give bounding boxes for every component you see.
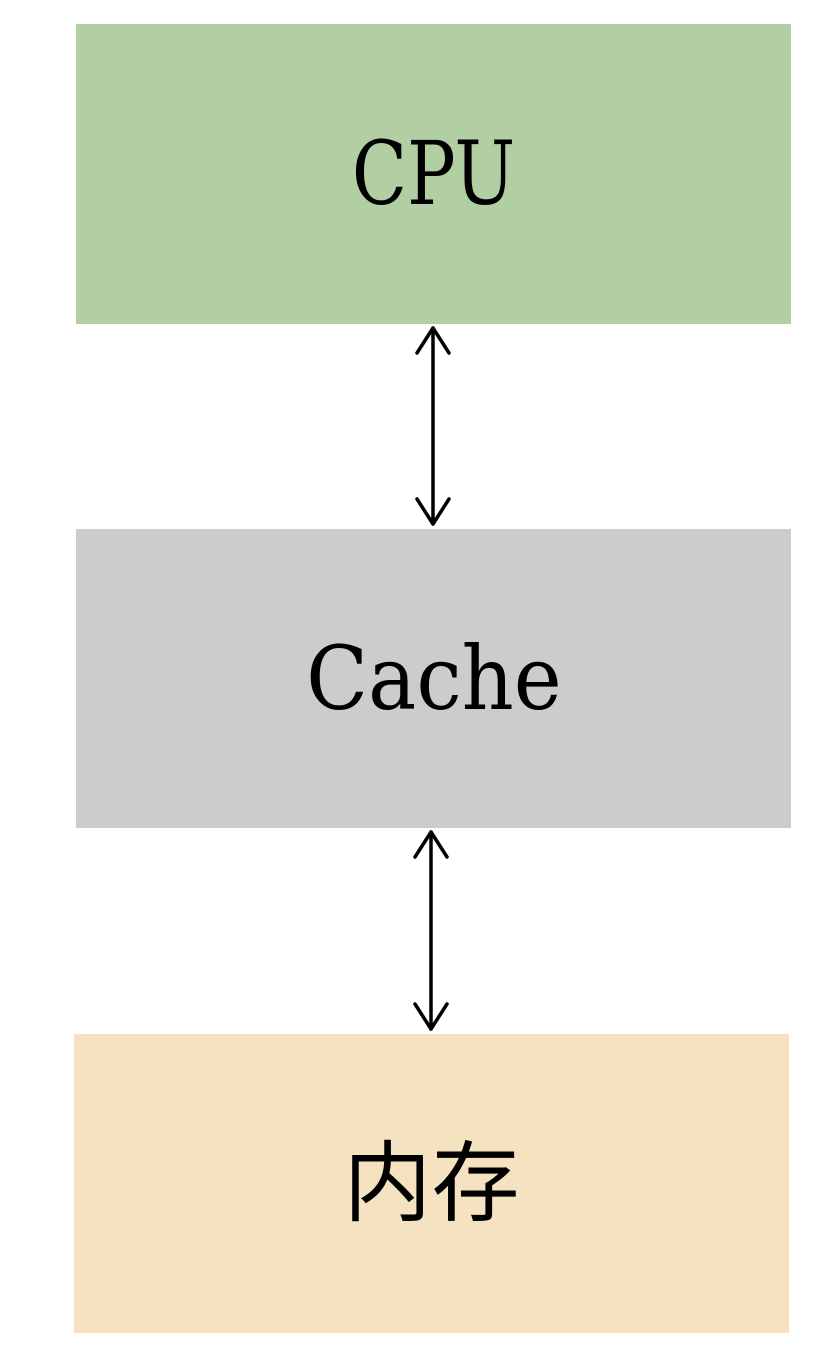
cpu-cache-arrow-head-down: [415, 497, 451, 526]
memory-label: 内存: [343, 1131, 520, 1235]
cache-label: Cache: [305, 626, 562, 730]
cache-block: Cache: [76, 529, 791, 828]
cache-memory-arrow: [413, 830, 449, 1031]
memory-block: 内存: [74, 1034, 789, 1333]
cache-memory-arrow-head-down: [413, 1002, 449, 1031]
cache-memory-arrow-head-up: [413, 830, 449, 859]
cpu-block: CPU: [76, 24, 791, 324]
cpu-cache-arrow: [415, 326, 451, 526]
cpu-cache-arrow-head-up: [415, 326, 451, 355]
cpu-label: CPU: [351, 122, 516, 225]
